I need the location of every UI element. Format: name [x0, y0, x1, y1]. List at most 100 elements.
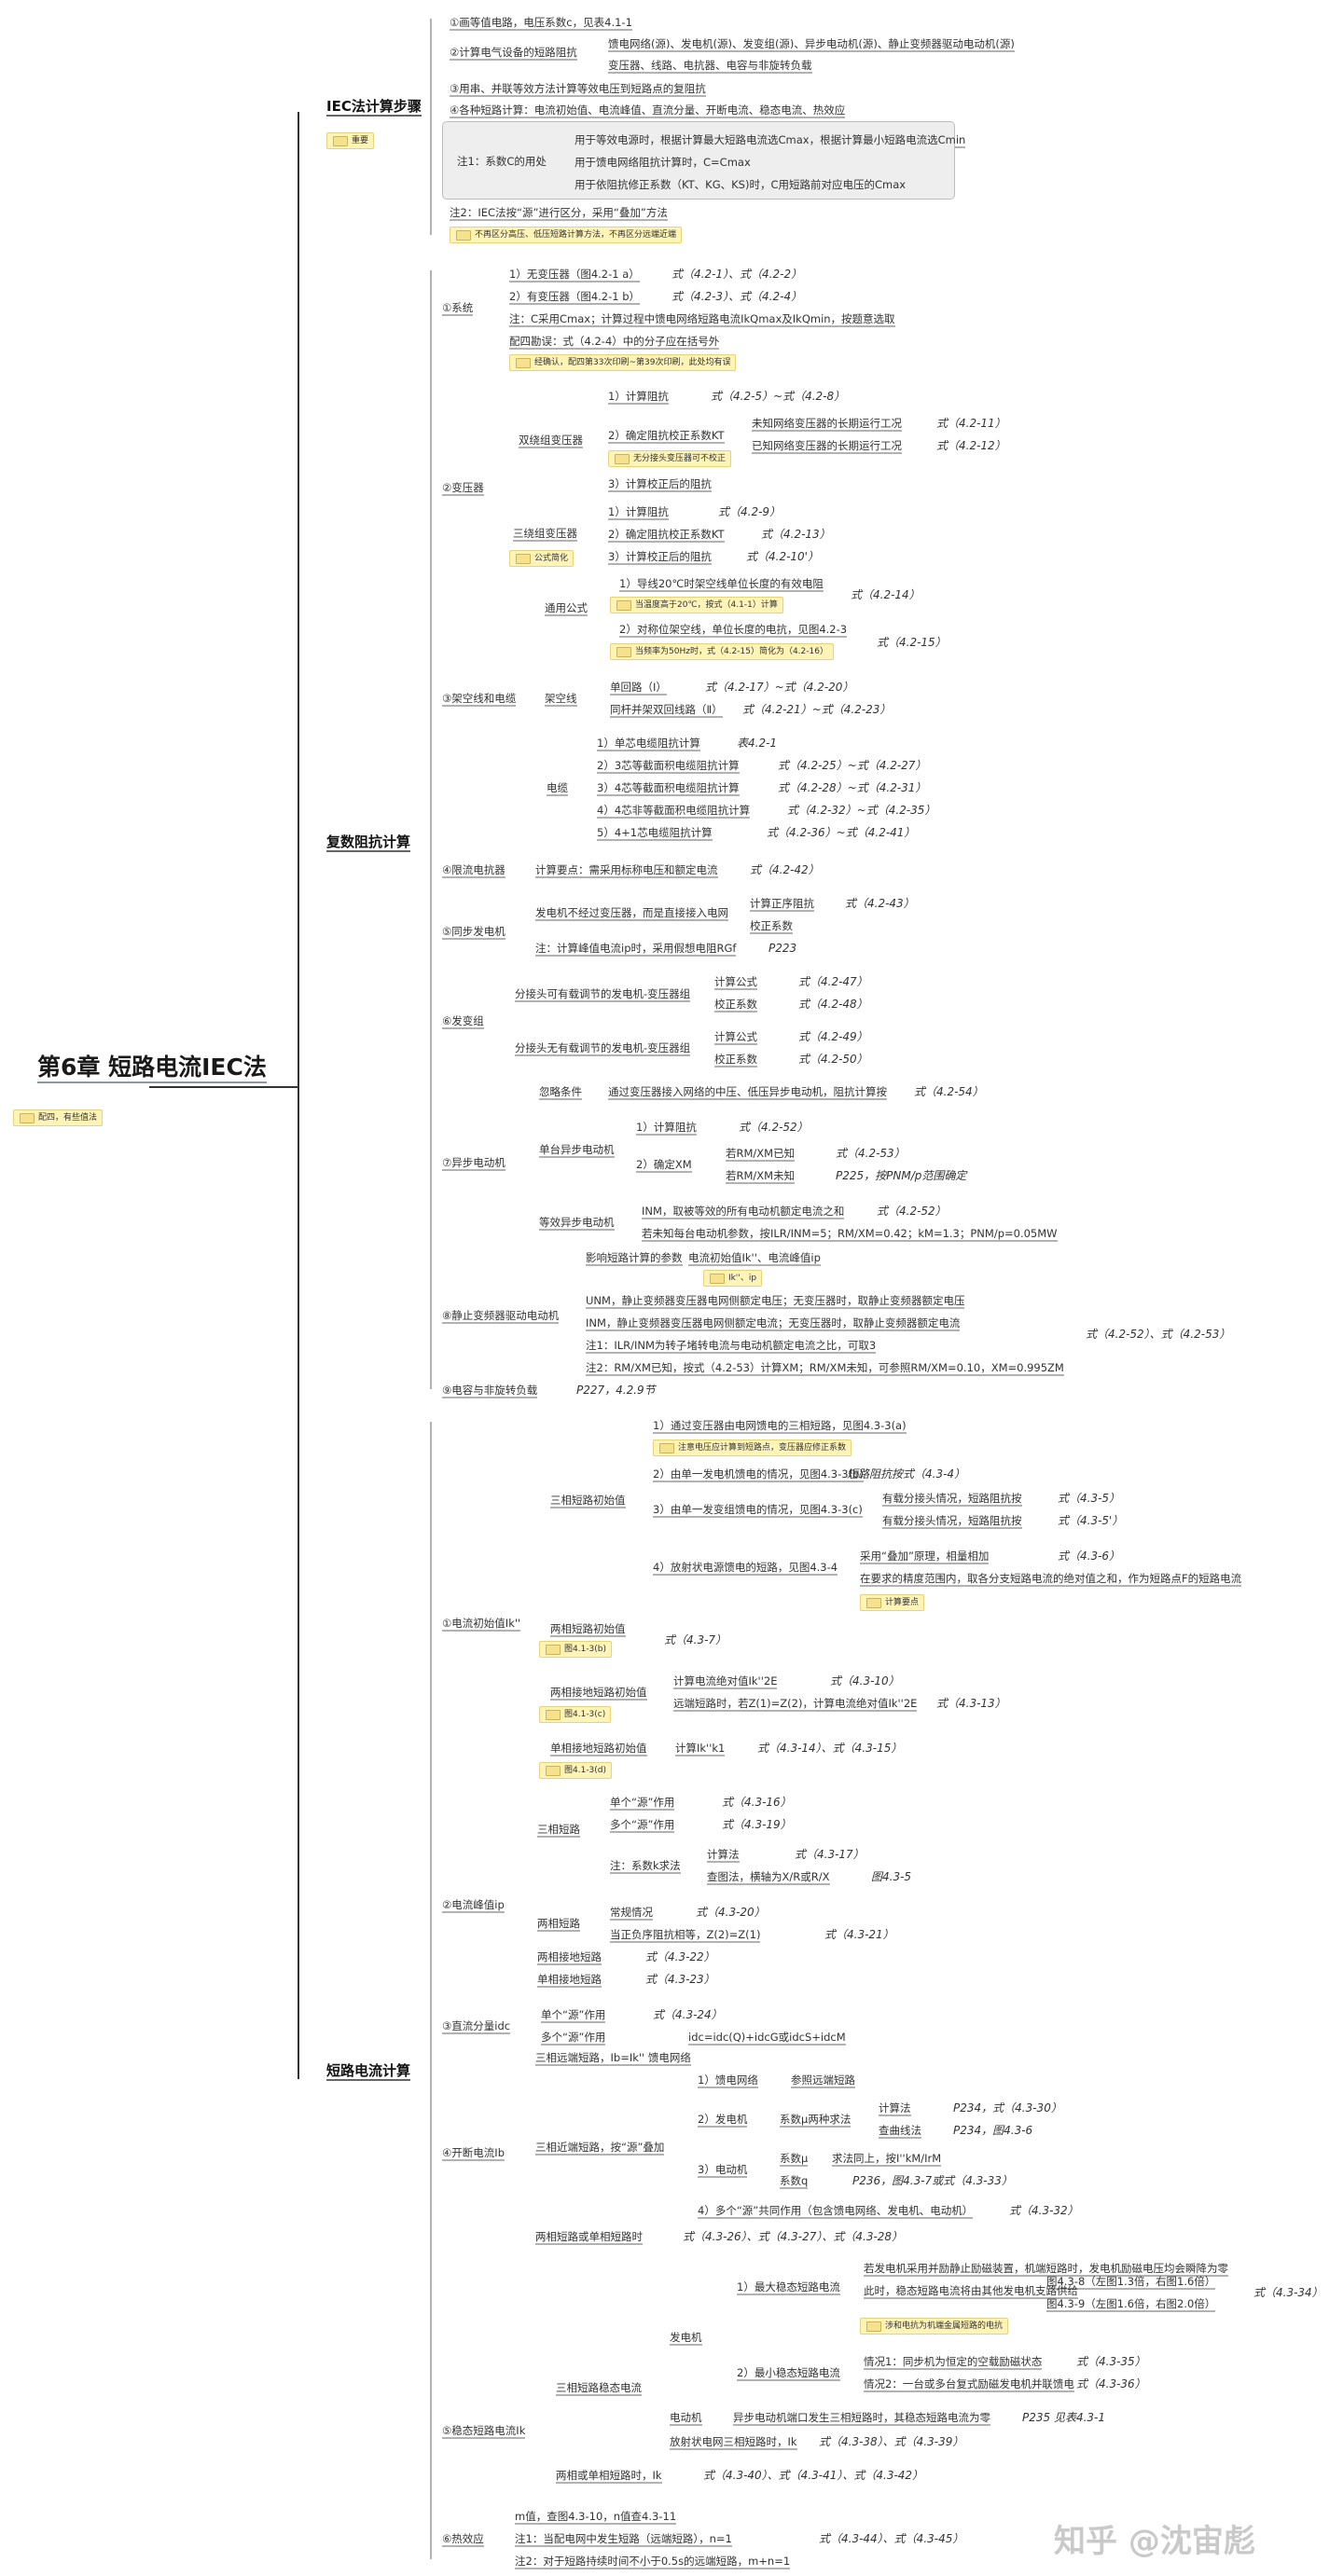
- root-title[interactable]: 第6章 短路电流IEC法: [37, 1054, 267, 1081]
- sc-node[interactable]: 4）多个“源”共同作用（包含馈电网络、发电机、电动机）: [698, 2204, 974, 2217]
- imp-node[interactable]: 单回路（Ⅰ）: [610, 681, 667, 694]
- sc-node[interactable]: 两相或单相短路时，Ik: [556, 2469, 662, 2482]
- sc-node[interactable]: ⑤稳态短路电流Ik: [442, 2424, 526, 2437]
- sc-node[interactable]: 此时，稳态短路电流将由其他发电机支路供给: [864, 2284, 1078, 2297]
- imp-node[interactable]: ⑤同步发电机: [442, 925, 505, 938]
- sc-node[interactable]: 常规情况: [610, 1906, 653, 1919]
- imp-node[interactable]: 发电机不经过变压器，而是直接接入电网: [535, 906, 728, 919]
- sc-node[interactable]: 发电机: [670, 2331, 702, 2344]
- sc-node[interactable]: 两相短路: [537, 1917, 580, 1930]
- imp-node[interactable]: 若未知每台电动机参数，按ILR/INM=5；RM/XM=0.42；kM=1.3；…: [642, 1227, 1058, 1240]
- sc-node[interactable]: 系数μ两种求法: [780, 2113, 851, 2126]
- imp-node[interactable]: 分接头无有载调节的发电机-变压器组: [515, 1041, 691, 1054]
- sc-node[interactable]: 两相接地短路初始值: [550, 1686, 647, 1699]
- branch-short-circuit[interactable]: 短路电流计算: [326, 2062, 411, 2079]
- imp-node[interactable]: 等效异步电动机: [539, 1216, 615, 1229]
- sc-node[interactable]: ⑥热效应: [442, 2532, 484, 2545]
- imp-node[interactable]: 2）对称位架空线，单位长度的电抗，见图4.2-3: [619, 623, 848, 636]
- imp-node[interactable]: 5）4+1芯电缆阻抗计算: [597, 826, 713, 839]
- sc-node[interactable]: 参照远端短路: [791, 2073, 855, 2087]
- sc-node[interactable]: 计算Ik''k1: [675, 1742, 726, 1755]
- imp-node[interactable]: 2）有变压器（图4.2-1 b）: [509, 290, 641, 303]
- sc-node[interactable]: 1）最大稳态短路电流: [737, 2280, 840, 2294]
- sc-node[interactable]: 图4.3-9（左图1.6倍，右图2.0倍）: [1046, 2297, 1216, 2310]
- sc-node[interactable]: 单相接地短路初始值: [550, 1742, 647, 1755]
- iec-item[interactable]: 注1：系数C的用处: [457, 155, 547, 168]
- imp-node[interactable]: 3）4芯等截面积电缆阻抗计算: [597, 781, 740, 794]
- sc-node[interactable]: ④开断电流Ib: [442, 2146, 505, 2159]
- sc-node[interactable]: 求法同上，按I''kM/IrM: [832, 2152, 942, 2165]
- imp-node[interactable]: 分接头可有载调节的发电机-变压器组: [515, 987, 691, 1000]
- imp-node[interactable]: 2）确定阻抗校正系数KT: [608, 429, 725, 442]
- imp-node[interactable]: 若RM/XM已知: [726, 1147, 796, 1160]
- sc-node[interactable]: 远端短路时，若Z(1)=Z(2)，计算电流绝对值Ik''2E: [673, 1697, 918, 1710]
- sc-node[interactable]: 查图法，横轴为X/R或R/X: [707, 1870, 830, 1883]
- imp-node[interactable]: UNM，静止变频器变压器电网侧额定电压；无变压器时，取静止变频器额定电压: [586, 1294, 965, 1307]
- imp-node[interactable]: 2）确定阻抗校正系数KT: [608, 528, 725, 541]
- imp-node[interactable]: INM，取被等效的所有电动机额定电流之和: [642, 1205, 845, 1218]
- iec-item[interactable]: 变压器、线路、电抗器、电容与非旋转负载: [608, 59, 812, 72]
- branch-impedance[interactable]: 复数阻抗计算: [326, 833, 411, 850]
- sc-node[interactable]: 1）通过变压器由电网馈电的三相短路，见图4.3-3(a): [653, 1419, 907, 1432]
- imp-node[interactable]: 通用公式: [545, 601, 588, 614]
- imp-node[interactable]: 注：C采用Cmax；计算过程中馈电网络短路电流IkQmax及IkQmin，按题意…: [509, 312, 895, 325]
- imp-node[interactable]: 4）4芯非等截面积电缆阻抗计算: [597, 804, 751, 817]
- sc-node[interactable]: 情况1：同步机为恒定的空载励磁状态: [864, 2355, 1043, 2368]
- sc-node[interactable]: 三相短路初始值: [550, 1494, 626, 1507]
- imp-node[interactable]: 同杆并架双回线路（Ⅱ）: [610, 703, 723, 716]
- imp-node[interactable]: 注1：ILR/INM为转子堵转电流与电动机额定电流之比，可取3: [586, 1339, 877, 1352]
- imp-node[interactable]: ⑥发变组: [442, 1014, 484, 1027]
- branch-iec-steps[interactable]: IEC法计算步骤: [326, 98, 422, 115]
- imp-node[interactable]: 配四勘误：式（4.2-4）中的分子应在括号外: [509, 335, 720, 348]
- imp-node[interactable]: 双绕组变压器: [519, 434, 583, 447]
- sc-node[interactable]: 单个“源”作用: [610, 1796, 675, 1809]
- sc-node[interactable]: 系数μ: [780, 2152, 809, 2165]
- imp-node[interactable]: ①系统: [442, 301, 474, 314]
- imp-node[interactable]: 影响短路计算的参数: [586, 1251, 683, 1264]
- imp-node[interactable]: 已知网络变压器的长期运行工况: [752, 439, 902, 452]
- sc-node[interactable]: 电动机: [670, 2411, 702, 2424]
- imp-node[interactable]: 忽略条件: [539, 1085, 582, 1098]
- iec-item[interactable]: 用于馈电网络阻抗计算时，C=Cmax: [575, 156, 751, 169]
- sc-node[interactable]: 多个“源”作用: [541, 2031, 606, 2044]
- iec-item[interactable]: ③用串、并联等效方法计算等效电压到短路点的复阻抗: [450, 82, 706, 95]
- sc-node[interactable]: 计算电流绝对值Ik''2E: [673, 1674, 778, 1687]
- iec-item[interactable]: ①画等值电路，电压系数c，见表4.1-1: [450, 16, 632, 29]
- sc-node[interactable]: 图4.3-8（左图1.3倍，右图1.6倍）: [1046, 2275, 1216, 2288]
- imp-node[interactable]: 3）计算校正后的阻抗: [608, 477, 712, 490]
- sc-node[interactable]: ③直流分量idc: [442, 2019, 511, 2032]
- sc-node[interactable]: 两相接地短路: [537, 1950, 602, 1963]
- sc-node[interactable]: 有载分接头情况，短路阻抗按: [882, 1514, 1022, 1527]
- sc-node[interactable]: 在要求的精度范围内，取各分支短路电流的绝对值之和，作为短路点F的短路电流: [860, 1572, 1242, 1585]
- imp-node[interactable]: 校正系数: [714, 998, 757, 1011]
- imp-node[interactable]: ②变压器: [442, 481, 484, 494]
- sc-node[interactable]: 注1：当配电网中发生短路（远端短路），n=1: [515, 2532, 732, 2545]
- sc-node[interactable]: 多个“源”作用: [610, 1818, 675, 1831]
- sc-node[interactable]: ①电流初始值Ik'': [442, 1617, 521, 1630]
- sc-node[interactable]: 三相近端短路，按“源”叠加: [535, 2141, 665, 2154]
- iec-item[interactable]: 注2：IEC法按“源”进行区分，采用“叠加”方法: [450, 206, 668, 219]
- imp-node[interactable]: INM，静止变频器变压器电网侧额定电流；无变压器时，取静止变频器额定电流: [586, 1316, 961, 1329]
- imp-node[interactable]: 计算要点：需采用标称电压和额定电流: [535, 863, 718, 876]
- imp-node[interactable]: 校正系数: [750, 919, 793, 932]
- sc-node[interactable]: 单个“源”作用: [541, 2008, 606, 2021]
- sc-node[interactable]: 当正负序阻抗相等，Z(2)=Z(1): [610, 1928, 761, 1941]
- imp-node[interactable]: ⑦异步电动机: [442, 1156, 505, 1169]
- imp-node[interactable]: 计算公式: [714, 1030, 757, 1043]
- imp-node[interactable]: 若RM/XM未知: [726, 1169, 796, 1182]
- iec-item[interactable]: ②计算电气设备的短路阻抗: [450, 46, 577, 59]
- sc-node[interactable]: m值，查图4.3-10，n值查4.3-11: [515, 2510, 677, 2523]
- sc-node[interactable]: 放射状电网三相短路时，Ik: [670, 2435, 797, 2448]
- sc-node[interactable]: 采用“叠加”原理，相量相加: [860, 1550, 990, 1563]
- imp-node[interactable]: 未知网络变压器的长期运行工况: [752, 417, 902, 430]
- imp-node[interactable]: 架空线: [545, 692, 577, 705]
- sc-node[interactable]: 3）电动机: [698, 2163, 748, 2176]
- sc-node[interactable]: 单相接地短路: [537, 1973, 602, 1986]
- sc-node[interactable]: 2）由单一发电机馈电的情况，见图4.3-3(b): [653, 1467, 864, 1481]
- sc-node[interactable]: 系数q: [780, 2174, 809, 2187]
- imp-node[interactable]: 1）导线20℃时架空线单位长度的有效电阻: [619, 577, 824, 590]
- sc-node[interactable]: 异步电动机端口发生三相短路时，其稳态短路电流为零: [733, 2411, 990, 2424]
- imp-node[interactable]: 校正系数: [714, 1053, 757, 1066]
- iec-item[interactable]: 馈电网络(源)、发电机(源)、发变组(源)、异步电动机(源)、静止变频器驱动电动…: [608, 37, 1015, 50]
- imp-node[interactable]: 1）无变压器（图4.2-1 a）: [509, 268, 640, 281]
